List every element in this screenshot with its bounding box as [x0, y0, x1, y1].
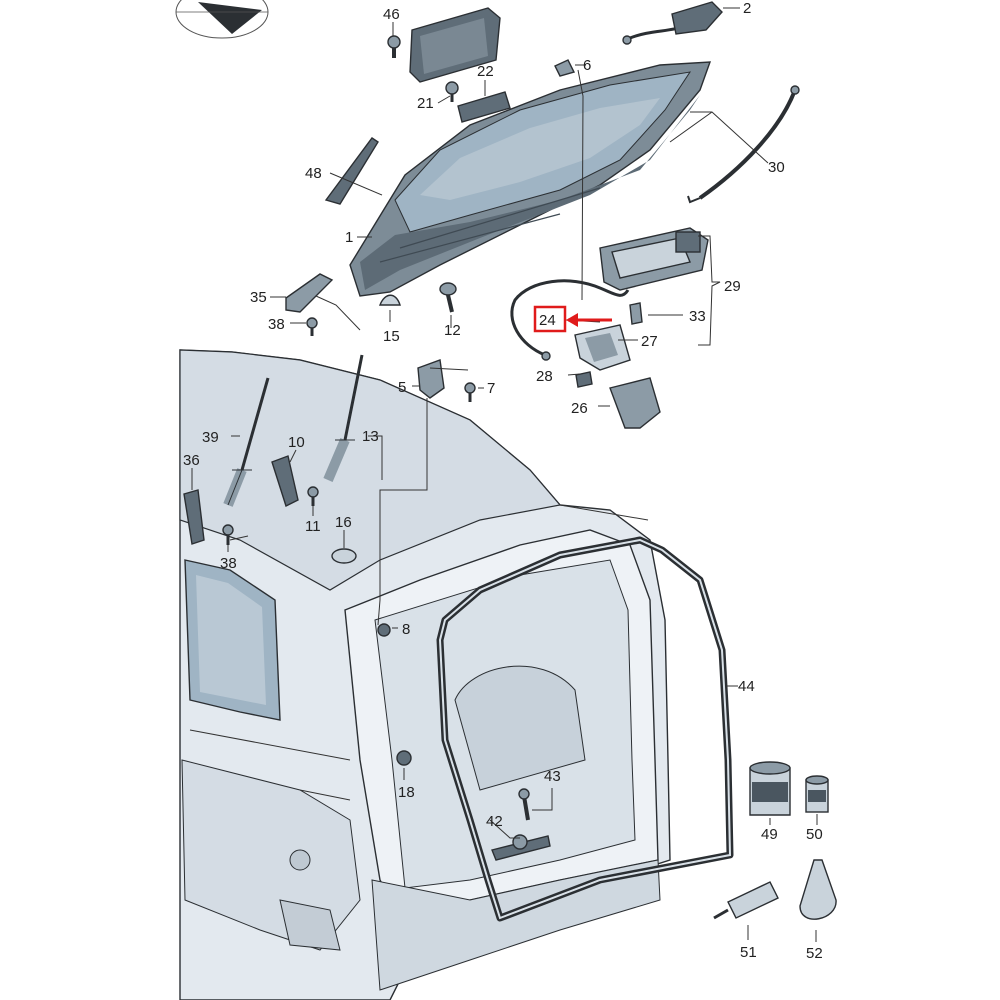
callout-16[interactable]: 16	[335, 514, 352, 531]
part-28	[575, 371, 593, 388]
part-36	[183, 489, 205, 545]
part-26	[609, 377, 661, 429]
part-22	[457, 91, 511, 123]
callout-24[interactable]: 24	[539, 312, 556, 329]
compass-icon	[175, 0, 269, 39]
part-11	[307, 486, 319, 506]
callout-18[interactable]: 18	[398, 784, 415, 801]
callout-42[interactable]: 42	[486, 813, 503, 830]
callout-10[interactable]: 10	[288, 434, 305, 451]
callout-44[interactable]: 44	[738, 678, 755, 695]
callout-2[interactable]: 2	[743, 0, 751, 17]
part-35	[285, 273, 334, 313]
part-18	[396, 750, 412, 766]
part-50	[805, 775, 829, 813]
part-33	[629, 302, 643, 325]
part-10	[271, 455, 299, 507]
callout-33[interactable]: 33	[689, 308, 706, 325]
part-5	[417, 359, 445, 399]
screw-46	[387, 35, 401, 58]
callout-49[interactable]: 49	[761, 826, 778, 843]
highlight-box	[533, 305, 567, 333]
part-39	[223, 377, 270, 507]
callout-5[interactable]: 5	[398, 379, 406, 396]
callout-6[interactable]: 6	[583, 57, 591, 74]
callout-46[interactable]: 46	[383, 6, 400, 23]
callout-26[interactable]: 26	[571, 400, 588, 417]
callout-11[interactable]: 11	[305, 518, 321, 535]
callout-52[interactable]: 52	[806, 945, 823, 962]
callout-8[interactable]: 8	[402, 621, 410, 638]
callout-22[interactable]: 22	[477, 63, 494, 80]
callout-15[interactable]: 15	[383, 328, 400, 345]
part-6	[554, 59, 576, 77]
part-7	[464, 382, 476, 402]
part-24-cable	[510, 279, 630, 361]
callout-39[interactable]: 39	[202, 429, 219, 446]
part-29	[599, 227, 709, 291]
part-13	[323, 354, 364, 482]
callout-7[interactable]: 7	[487, 380, 495, 397]
part-51	[713, 881, 779, 920]
part-52	[799, 859, 837, 920]
callout-labels: 2 46 6 22 21 30 48 1 29 35 33 24 38 15 1…	[183, 0, 823, 962]
callout-48[interactable]: 48	[305, 165, 322, 182]
callout-38-lower[interactable]: 38	[220, 555, 237, 572]
callout-36[interactable]: 36	[183, 452, 200, 469]
highlight-arrow-icon	[566, 313, 612, 327]
part-12	[439, 282, 457, 313]
part-49	[749, 761, 791, 816]
part-30	[687, 85, 800, 204]
callout-1[interactable]: 1	[345, 229, 353, 246]
callout-12[interactable]: 12	[444, 322, 461, 339]
part-21	[445, 81, 459, 102]
part-48	[324, 137, 379, 205]
callout-35[interactable]: 35	[250, 289, 267, 306]
callout-28[interactable]: 28	[536, 368, 553, 385]
callout-50[interactable]: 50	[806, 826, 823, 843]
part-43	[518, 788, 530, 821]
callout-30[interactable]: 30	[768, 159, 785, 176]
part-2	[622, 1, 723, 45]
callout-27[interactable]: 27	[641, 333, 658, 350]
callout-21[interactable]: 21	[417, 95, 434, 112]
callout-38-upper[interactable]: 38	[268, 316, 285, 333]
callout-29[interactable]: 29	[724, 278, 741, 295]
part-8	[377, 623, 391, 637]
callout-13[interactable]: 13	[362, 428, 379, 445]
callout-43[interactable]: 43	[544, 768, 561, 785]
callout-51[interactable]: 51	[740, 944, 757, 961]
leader-lines	[191, 7, 818, 942]
tailgate	[349, 61, 712, 297]
part-38-lower	[222, 524, 234, 545]
part-38-upper	[306, 317, 318, 336]
vehicle-body	[179, 349, 671, 1000]
part-16	[331, 548, 357, 564]
part-15	[378, 294, 401, 306]
